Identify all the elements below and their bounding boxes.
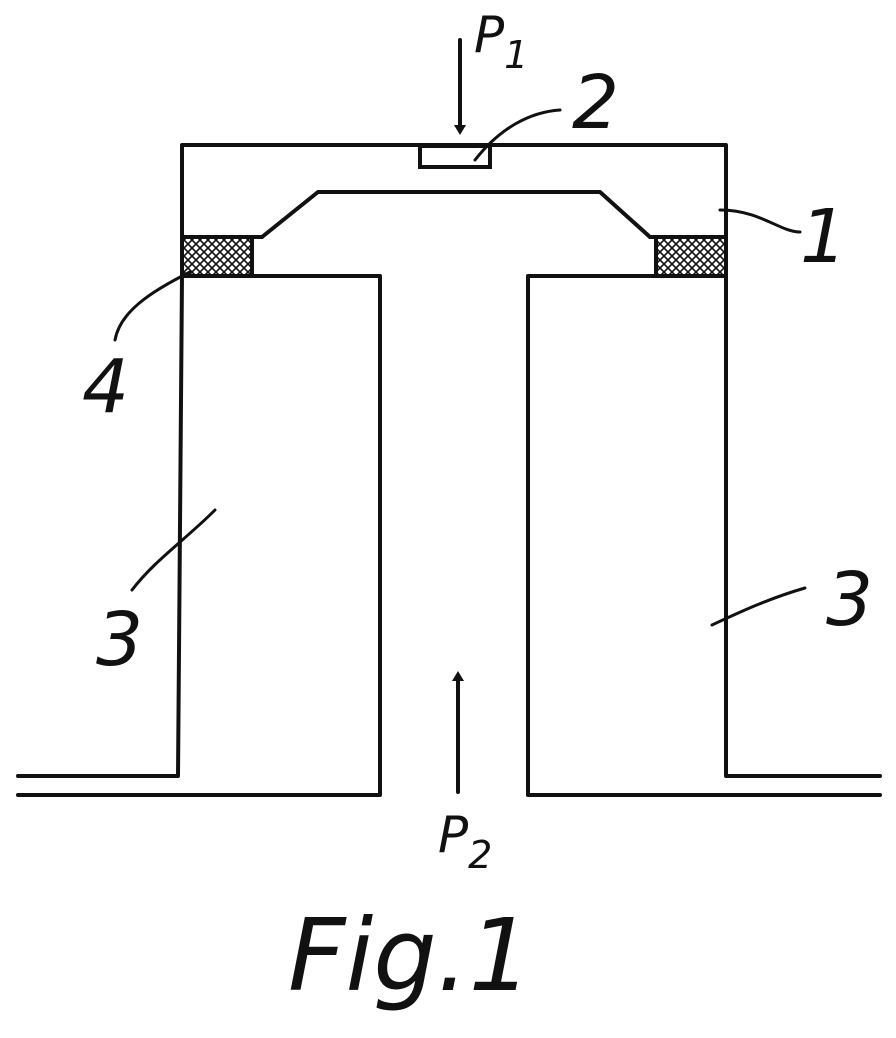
base-block-left [18,276,380,795]
ref-label-1: 1 [800,194,847,280]
ref-label-3-right: 3 [826,557,873,643]
pressure-label-p1: P1 [474,6,528,77]
ref-label-3-left: 3 [96,597,143,683]
ref-label-2: 2 [572,60,619,146]
seal-left [182,237,252,276]
ref-label-4: 4 [82,344,129,430]
seal-right [656,237,726,276]
leader-line-1 [720,210,800,232]
leader-line-3-left [132,510,215,590]
leader-line-4 [115,272,190,340]
pressure-label-p2: P2 [438,806,492,877]
figure-caption: Fig.1 [288,897,532,1014]
base-block-right [528,276,880,795]
